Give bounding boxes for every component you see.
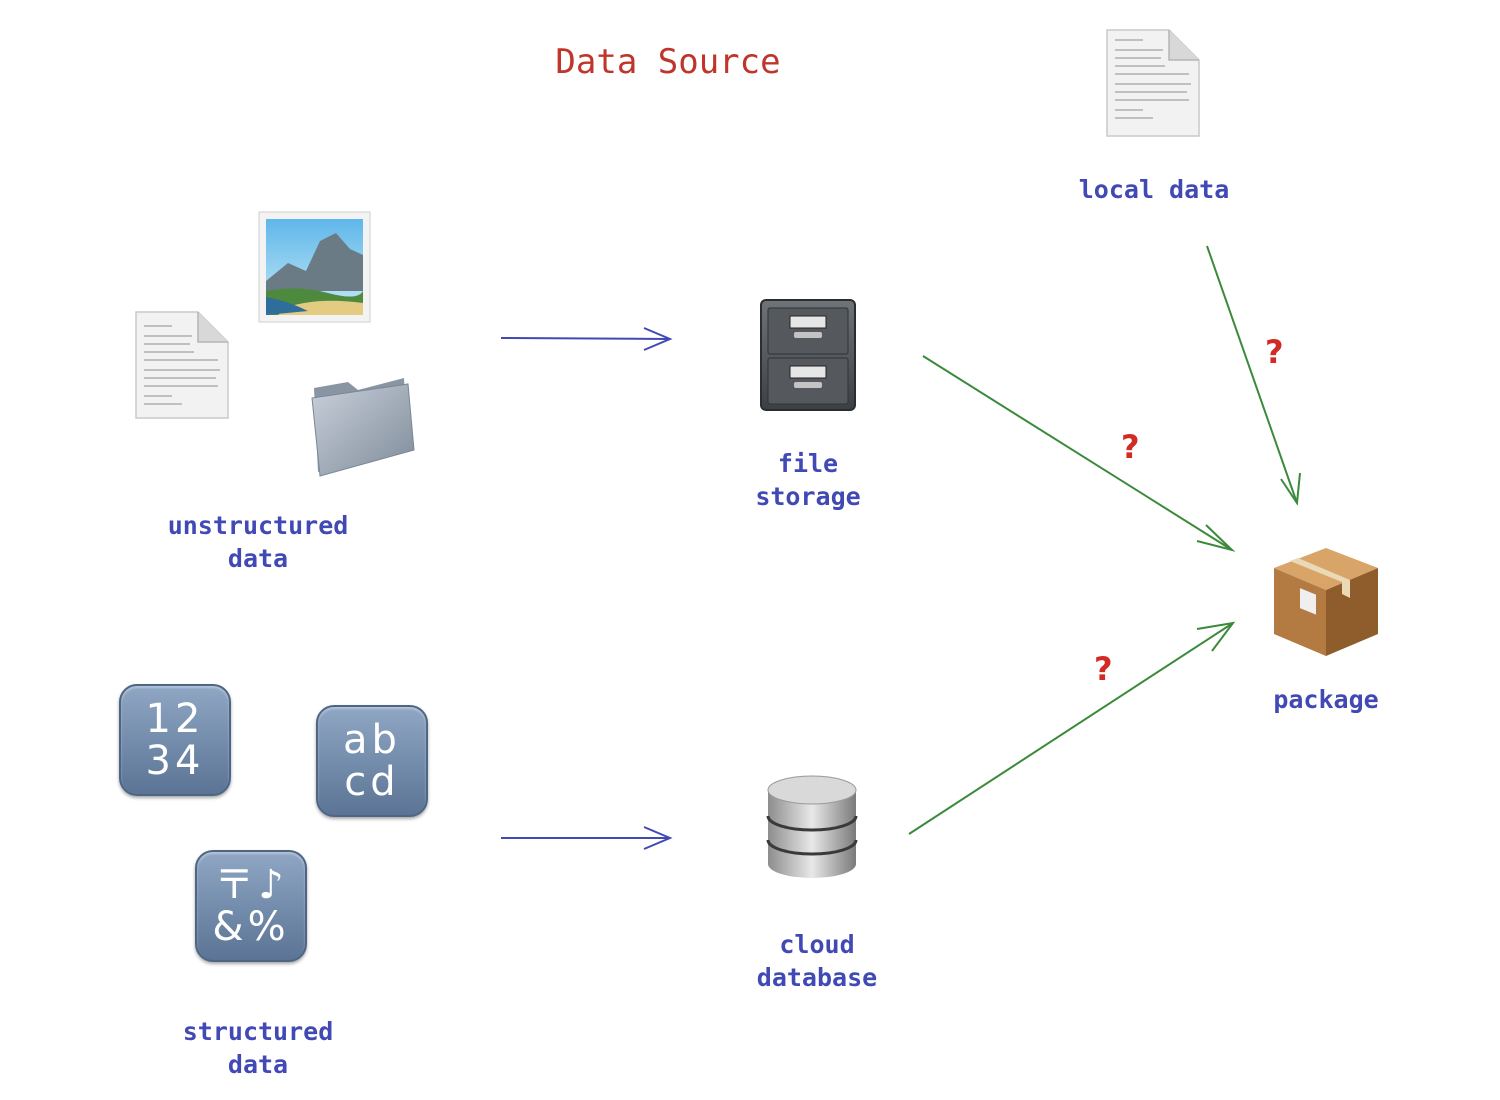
numbers-tile-row1: 12	[145, 696, 205, 742]
file-cabinet-icon	[760, 299, 856, 411]
arrow-local-data-to-package	[1206, 245, 1301, 506]
unstructured-data-label: unstructured data	[148, 509, 368, 575]
question-mark-local-data: ?	[1265, 333, 1284, 371]
numbers-tile-icon: 12 34	[119, 684, 231, 796]
letters-tile-icon: ab cd	[316, 705, 428, 817]
package-icon	[1274, 548, 1378, 656]
letters-tile-row1: ab	[343, 717, 401, 763]
question-mark-file-storage: ?	[1121, 428, 1140, 466]
cloud-database-label-line1: cloud	[779, 930, 855, 959]
arrow-unstructured-to-file-storage	[500, 327, 673, 351]
file-storage-label-line1: file	[777, 449, 839, 478]
local-data-label: local data	[1054, 173, 1254, 206]
arrow-file-storage-to-package	[922, 355, 1236, 552]
local-document-icon	[1106, 29, 1200, 137]
folder-icon	[311, 378, 415, 477]
package-label-text: package	[1273, 685, 1379, 714]
arrow-cloud-database-to-package	[908, 621, 1236, 835]
structured-data-label-line1: structured	[182, 1017, 334, 1046]
symbols-tile-icon: 〒♪ &%	[195, 850, 307, 962]
numbers-tile-row2: 34	[145, 738, 205, 784]
symbols-tile-row1: 〒♪	[214, 862, 288, 908]
photo-icon	[258, 211, 371, 323]
diagram-title: Data Source	[555, 42, 781, 82]
question-mark-cloud-database: ?	[1094, 650, 1113, 688]
structured-data-label: structured data	[148, 1015, 368, 1081]
cloud-database-label: cloud database	[717, 928, 917, 994]
unstructured-data-label-line1: unstructured	[167, 511, 349, 540]
symbols-tile-row2: &%	[212, 904, 290, 950]
database-icon	[766, 775, 858, 878]
file-storage-label-line2: storage	[755, 482, 861, 511]
document-icon	[135, 311, 229, 419]
cloud-database-label-line2: database	[756, 963, 878, 992]
arrow-structured-to-cloud-database	[501, 826, 673, 850]
local-data-label-text: local data	[1078, 175, 1230, 204]
unstructured-data-label-line2: data	[227, 544, 289, 573]
letters-tile-row2: cd	[344, 759, 400, 805]
package-label: package	[1236, 683, 1416, 716]
file-storage-label: file storage	[718, 447, 898, 513]
structured-data-label-line2: data	[227, 1050, 289, 1079]
